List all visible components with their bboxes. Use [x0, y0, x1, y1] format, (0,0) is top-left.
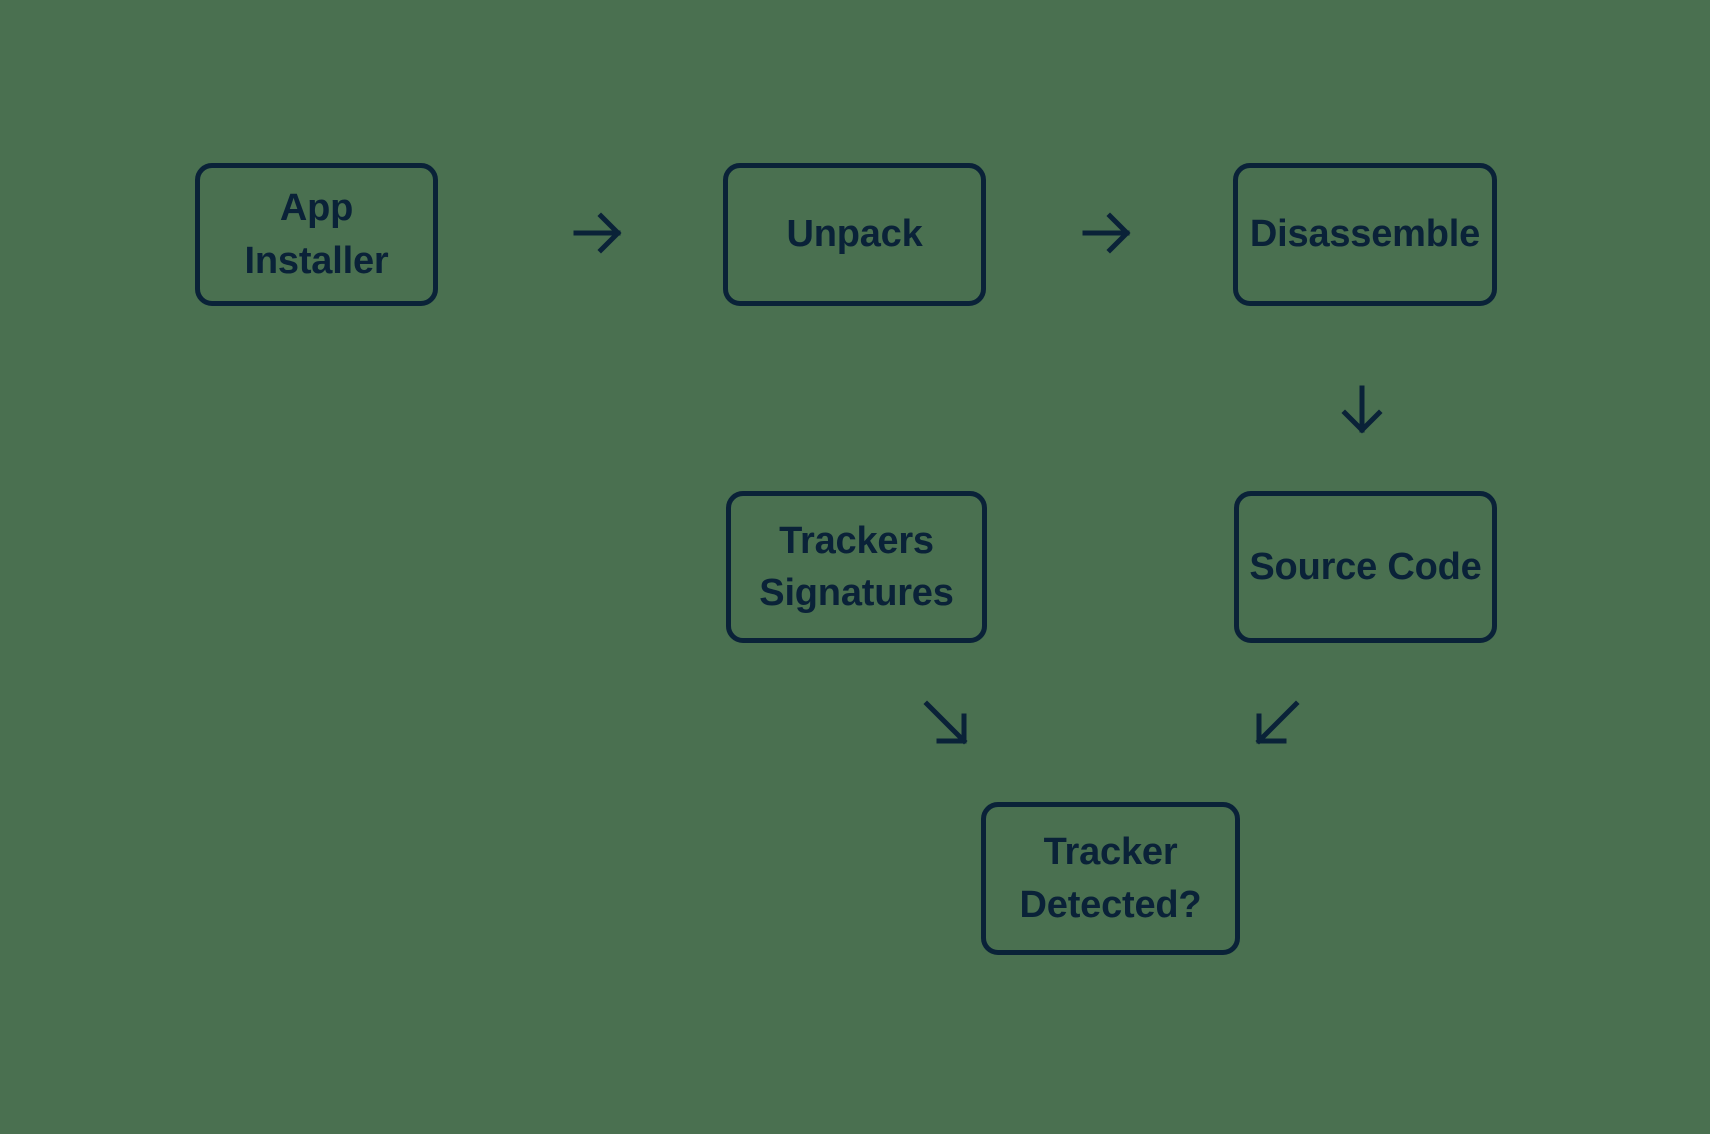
node-source-code-label: Source Code: [1249, 545, 1482, 588]
node-app-installer-label: App Installer: [244, 187, 389, 282]
arrow-down-right-icon-signatures-to-detected: [918, 695, 974, 751]
node-disassemble[interactable]: Disassemble: [1233, 163, 1497, 306]
node-disassemble-label: Disassemble: [1249, 213, 1481, 256]
arrow-right-icon-installer-to-unpack: [570, 205, 626, 261]
node-tracker-detected-label: Tracker Detected?: [1019, 831, 1202, 926]
node-unpack-label: Unpack: [786, 213, 923, 256]
node-tracker-detected[interactable]: Tracker Detected?: [981, 802, 1240, 955]
arrow-down-left-icon-source-to-detected: [1250, 695, 1306, 751]
node-source-code[interactable]: Source Code: [1234, 491, 1497, 643]
node-trackers-signatures-label: Trackers Signatures: [759, 519, 954, 614]
node-app-installer[interactable]: App Installer: [195, 163, 438, 306]
node-trackers-signatures[interactable]: Trackers Signatures: [726, 491, 987, 643]
arrow-down-icon-disassemble-to-source: [1334, 382, 1390, 438]
node-unpack[interactable]: Unpack: [723, 163, 986, 306]
arrow-right-icon-unpack-to-disassemble: [1079, 205, 1135, 261]
